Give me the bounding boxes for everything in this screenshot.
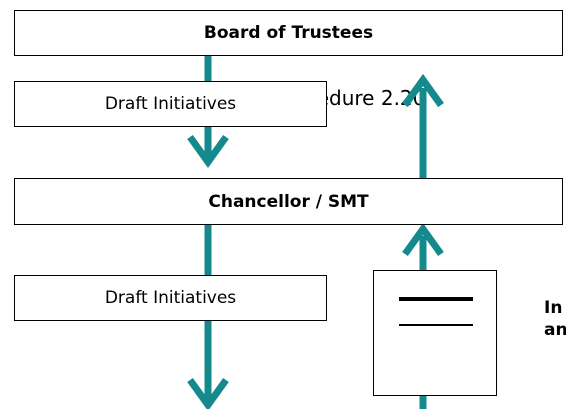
draft-initiatives-bottom-box: Draft Initiatives [14, 275, 327, 321]
draft-initiatives-top-box: Draft Initiatives [14, 81, 327, 127]
document-icon [373, 270, 497, 396]
draft-initiatives-top-label: Draft Initiatives [104, 94, 237, 114]
chancellor-smt-box: Chancellor / SMT [14, 178, 563, 225]
document-line-thin [399, 324, 473, 326]
side-note: In an [544, 297, 566, 341]
board-of-trustees-label: Board of Trustees [203, 23, 374, 43]
arrow-board-to-chancellor-head [187, 134, 229, 168]
chancellor-smt-label: Chancellor / SMT [208, 191, 369, 212]
document-line-thick [399, 297, 473, 301]
arrow-chancellor-down-head [187, 377, 229, 409]
arrow-up-to-chancellor-head [402, 223, 444, 257]
draft-initiatives-bottom-label: Draft Initiatives [104, 288, 237, 308]
side-note-line-1: In [544, 298, 563, 318]
side-note-line-2: an [544, 320, 566, 340]
board-of-trustees-box: Board of Trustees [14, 10, 563, 56]
